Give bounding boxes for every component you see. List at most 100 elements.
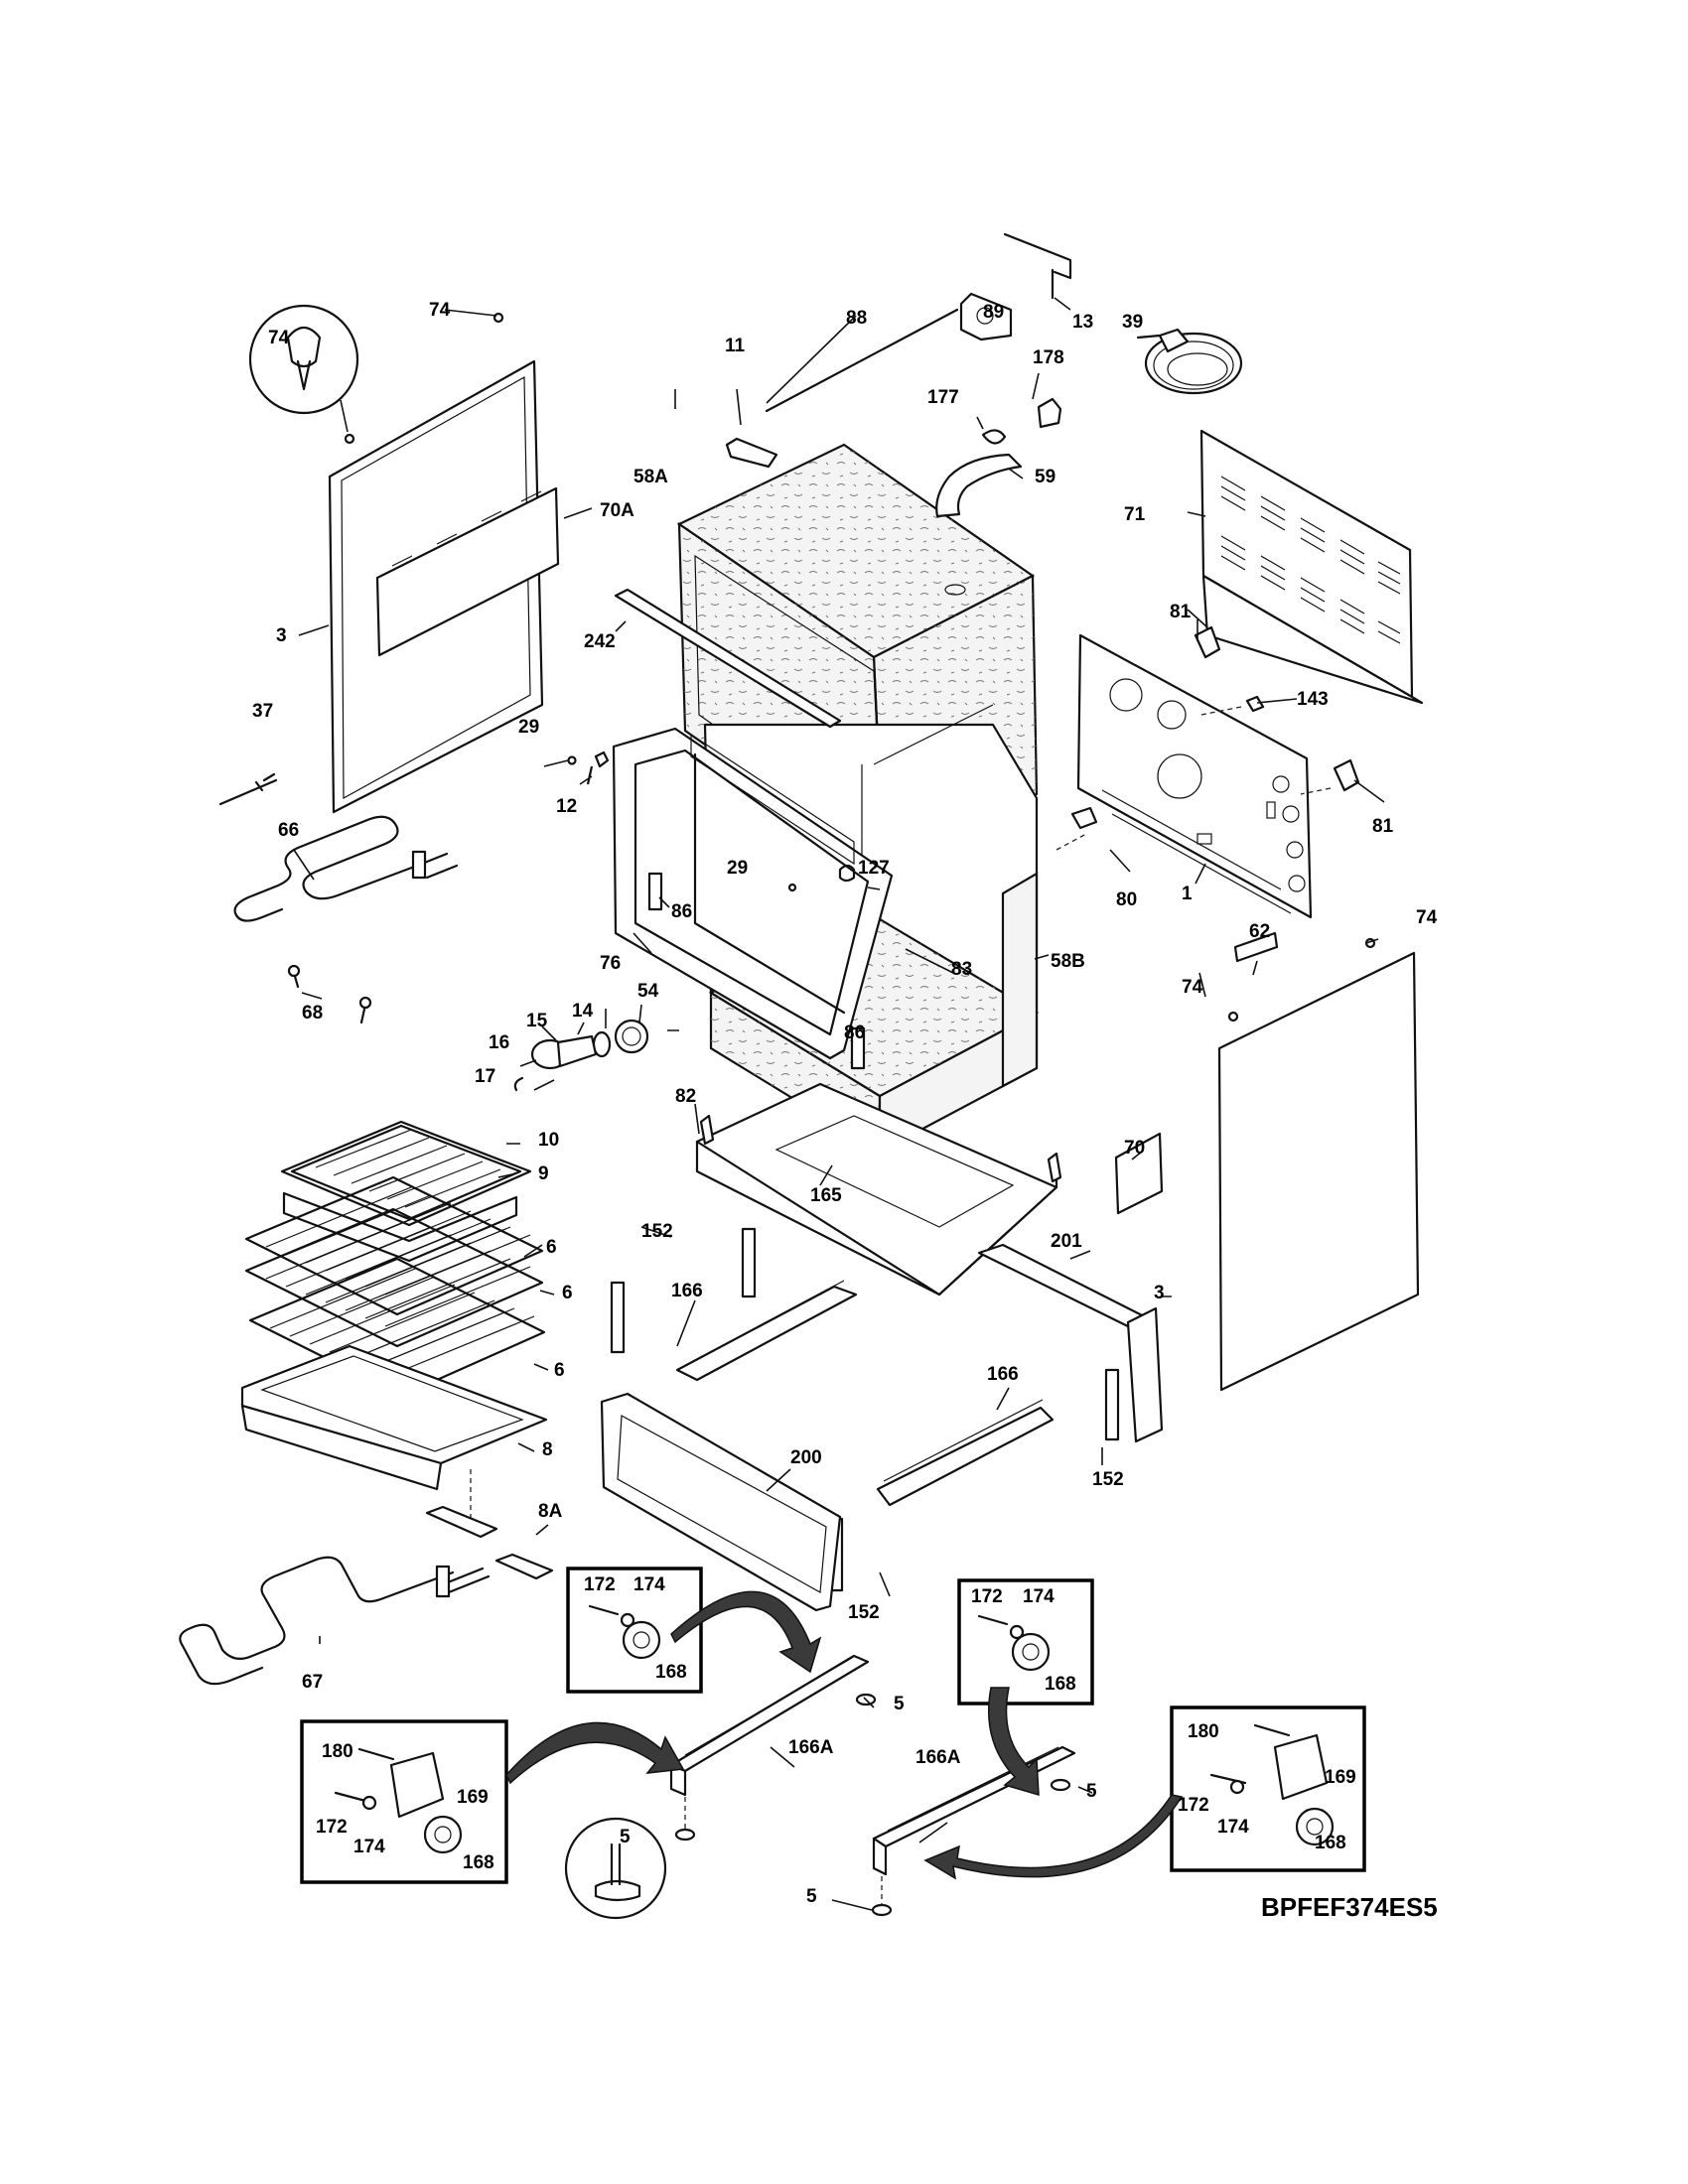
inset-box-4 (1170, 1706, 1366, 1872)
label-174-inset1: 174 (633, 1574, 665, 1595)
label-152-right: 152 (1092, 1469, 1124, 1490)
rail-166 (675, 1280, 1055, 1507)
label-29-top: 29 (518, 717, 539, 738)
label-168-inset2: 168 (1045, 1674, 1076, 1695)
label-11: 11 (725, 336, 746, 356)
label-177: 177 (927, 387, 959, 408)
label-83: 83 (951, 959, 972, 980)
label-58B: 58B (1051, 951, 1085, 972)
label-201: 201 (1051, 1231, 1082, 1252)
label-172-inset3: 172 (316, 1817, 348, 1838)
label-86-upper: 86 (671, 901, 692, 922)
foot-detail-circle (564, 1817, 667, 1920)
left-side-panel (328, 359, 560, 814)
bake-element-67 (179, 1556, 491, 1686)
label-70A: 70A (600, 500, 634, 521)
label-3-right: 3 (1154, 1283, 1165, 1303)
label-178: 178 (1033, 347, 1064, 368)
label-172-inset4: 172 (1178, 1795, 1209, 1816)
label-169-inset3: 169 (457, 1787, 489, 1808)
inset-box-2 (957, 1578, 1094, 1706)
label-166A-right: 166A (915, 1747, 961, 1768)
label-5-detail: 5 (620, 1827, 631, 1847)
leader-lines (293, 297, 1385, 1911)
label-6-middle: 6 (562, 1283, 573, 1303)
back-panel-1 (1076, 633, 1313, 919)
broil-element-66 (233, 815, 459, 922)
label-172-inset2: 172 (971, 1586, 1003, 1607)
label-82: 82 (675, 1086, 696, 1107)
label-166-left: 166 (671, 1281, 703, 1301)
label-1: 1 (1182, 884, 1193, 904)
hinge-86 (647, 872, 866, 1070)
label-127: 127 (858, 858, 890, 879)
parts-12-29 (567, 751, 856, 892)
callout-labels: 74 74 88 89 13 178 39 11 177 59 58A 70A … (252, 300, 1438, 1922)
diagram-code: BPFEF374ES5 (1261, 1892, 1438, 1922)
label-5-c: 5 (806, 1886, 817, 1907)
label-58A: 58A (633, 467, 668, 487)
label-143: 143 (1297, 689, 1329, 710)
label-10: 10 (538, 1130, 559, 1151)
front-frame-76 (612, 727, 894, 1060)
label-166-right: 166 (987, 1364, 1019, 1385)
label-174-inset3: 174 (353, 1837, 385, 1857)
label-76: 76 (600, 953, 621, 974)
light-assembly (513, 1019, 649, 1092)
top-parts (725, 232, 1072, 518)
label-81-right: 81 (1372, 816, 1394, 837)
label-70: 70 (1124, 1138, 1145, 1159)
label-81-top: 81 (1170, 602, 1192, 622)
label-39: 39 (1122, 312, 1143, 333)
clips-81-143-80 (1055, 625, 1360, 851)
label-152-bottom: 152 (848, 1602, 880, 1623)
label-168-inset4: 168 (1315, 1833, 1346, 1853)
label-88: 88 (846, 308, 867, 329)
back-panel-71 (1199, 429, 1424, 705)
label-3-left: 3 (276, 625, 287, 646)
power-cord-39 (1136, 328, 1243, 395)
label-66: 66 (278, 820, 299, 841)
screw-detail-circle (248, 304, 359, 445)
leveler-feet-5 (674, 1693, 1071, 1917)
label-168-inset3: 168 (463, 1852, 494, 1873)
label-54: 54 (637, 981, 659, 1002)
label-180-inset4: 180 (1188, 1721, 1219, 1742)
inset-box-3 (300, 1719, 508, 1884)
label-37: 37 (252, 701, 273, 722)
right-side-panel (1114, 931, 1420, 1392)
label-62: 62 (1249, 921, 1270, 942)
label-67: 67 (302, 1672, 323, 1693)
label-74-right: 74 (1182, 977, 1203, 998)
label-169-inset4: 169 (1325, 1767, 1356, 1788)
label-166A-left: 166A (788, 1737, 834, 1758)
label-14: 14 (572, 1001, 594, 1022)
rod-242 (614, 588, 842, 729)
label-165: 165 (810, 1185, 842, 1206)
label-74-right-top: 74 (1416, 907, 1438, 928)
broiler-pan (280, 1120, 532, 1263)
label-180-inset3: 180 (322, 1741, 353, 1762)
label-12: 12 (556, 796, 577, 817)
label-9: 9 (538, 1163, 549, 1184)
sensor-37 (218, 772, 278, 806)
arrows (505, 1590, 1184, 1880)
label-80: 80 (1116, 889, 1137, 910)
front-frame-200 (600, 1392, 842, 1612)
label-16: 16 (489, 1032, 509, 1053)
label-86-lower: 86 (844, 1023, 865, 1043)
label-6-bottom: 6 (554, 1360, 565, 1381)
chassis-base (695, 1082, 1062, 1297)
label-174-inset4: 174 (1217, 1817, 1249, 1838)
label-5-a: 5 (894, 1694, 905, 1714)
label-13: 13 (1072, 312, 1093, 333)
label-200: 200 (790, 1447, 822, 1468)
label-8: 8 (542, 1439, 553, 1460)
label-29-inner: 29 (727, 858, 748, 879)
rail-201 (977, 1243, 1164, 1443)
label-15: 15 (526, 1011, 548, 1031)
label-174-inset2: 174 (1023, 1586, 1055, 1607)
oven-racks (244, 1175, 546, 1398)
label-168-inset1: 168 (655, 1662, 687, 1683)
